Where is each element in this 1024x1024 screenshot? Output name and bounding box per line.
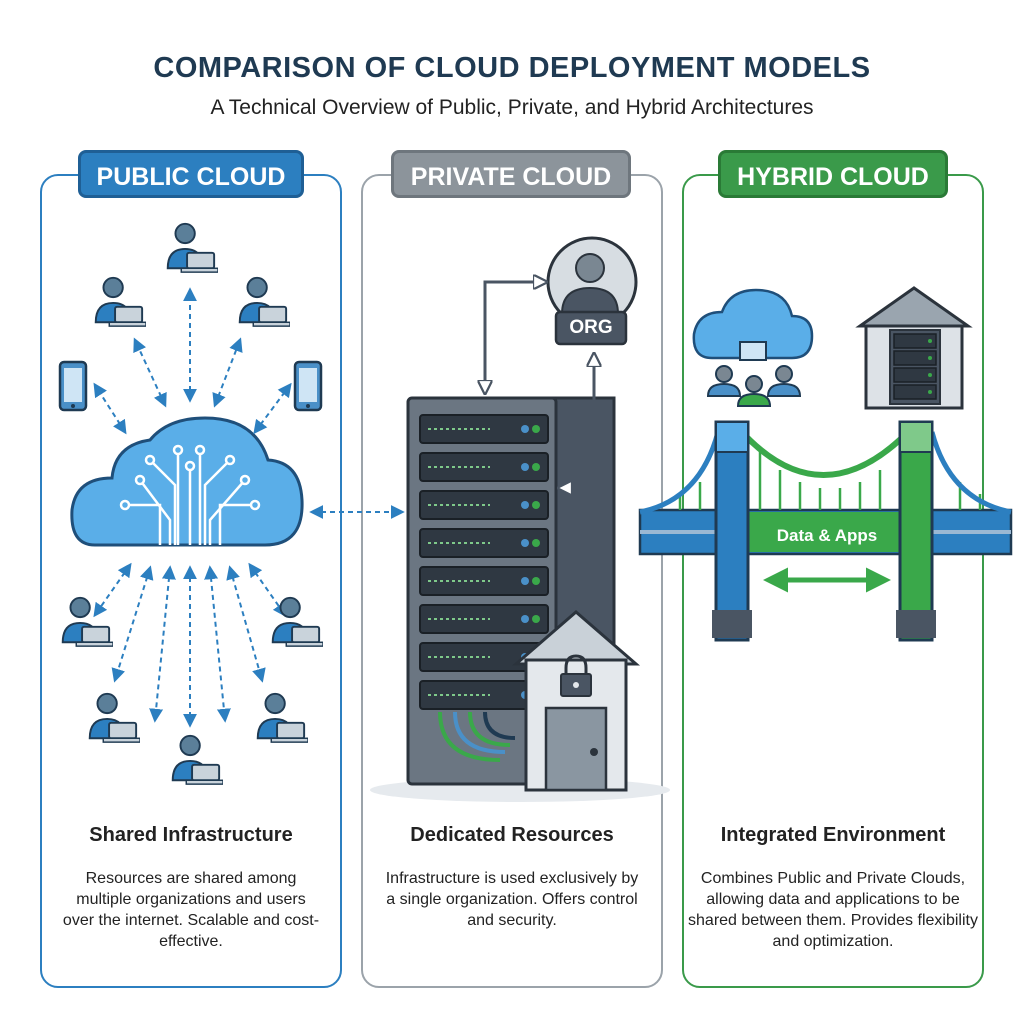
org-label: ORG bbox=[569, 317, 613, 338]
public-cloud-description: Resources are shared among multiple orga… bbox=[62, 870, 320, 950]
public-cloud-heading: Shared Infrastructure bbox=[89, 824, 293, 846]
private-cloud-badge: PRIVATE CLOUD bbox=[391, 150, 631, 198]
hybrid-cloud-description: Combines Public and Private Clouds, allo… bbox=[688, 870, 978, 950]
org-person-icon bbox=[546, 236, 638, 346]
user-laptop-icon bbox=[88, 692, 140, 744]
public-cloud-icon bbox=[70, 416, 304, 547]
hybrid-cloud-badge: HYBRID CLOUD bbox=[718, 150, 948, 198]
user-laptop-icon bbox=[256, 692, 308, 744]
hybrid-cloud-users-icon bbox=[692, 288, 814, 407]
page-subtitle: A Technical Overview of Public, Private,… bbox=[210, 96, 814, 119]
secure-house-icon bbox=[511, 610, 641, 792]
public-cloud-badge: PUBLIC CLOUD bbox=[78, 150, 304, 198]
private-cloud-heading: Dedicated Resources bbox=[410, 824, 614, 846]
page-title: COMPARISON OF CLOUD DEPLOYMENT MODELS bbox=[153, 52, 871, 84]
user-laptop-icon bbox=[94, 276, 146, 328]
data-apps-label: Data & Apps bbox=[776, 526, 878, 545]
user-laptop-icon bbox=[238, 276, 290, 328]
user-laptop-icon bbox=[271, 596, 323, 648]
user-laptop-icon bbox=[166, 222, 218, 274]
server-house-icon bbox=[855, 286, 973, 410]
private-cloud-description: Infrastructure is used exclusively by a … bbox=[385, 870, 639, 929]
bridge-icon bbox=[638, 420, 1013, 642]
user-laptop-icon bbox=[61, 596, 113, 648]
org-connection-arrows bbox=[485, 282, 594, 488]
phone-icon bbox=[58, 360, 88, 412]
hybrid-cloud-heading: Integrated Environment bbox=[720, 824, 946, 846]
user-laptop-icon bbox=[171, 734, 223, 786]
public-arrows bbox=[93, 287, 405, 728]
phone-icon bbox=[293, 360, 323, 412]
